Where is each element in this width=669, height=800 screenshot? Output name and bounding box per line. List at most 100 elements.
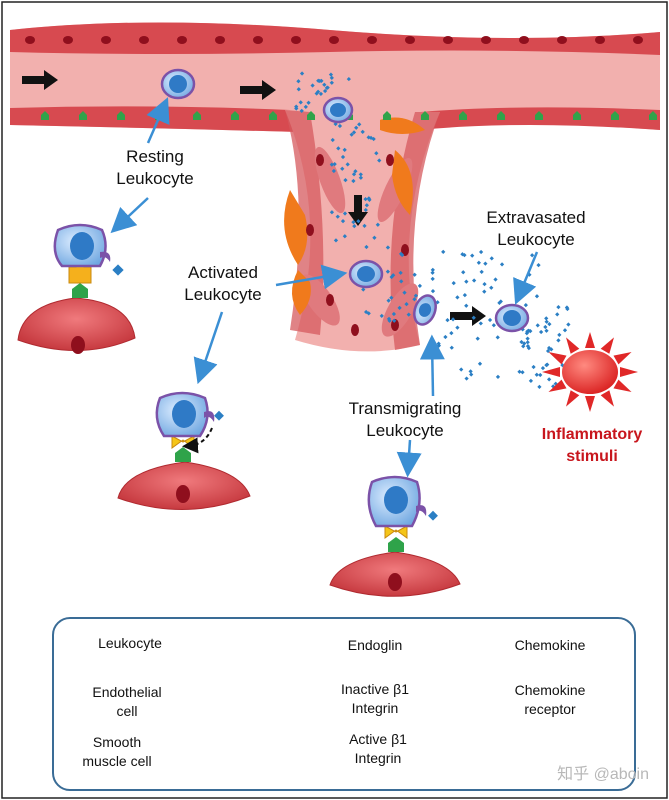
- chemokine-dot: [566, 322, 571, 327]
- chemokine-dot: [455, 325, 460, 330]
- chemokine-dot: [391, 311, 397, 317]
- label-resting-line2: Leukocyte: [116, 169, 194, 188]
- leukocyte-activated-in-vessel: [348, 259, 384, 289]
- chemokine-dot: [557, 332, 562, 337]
- chemokine-dot: [430, 289, 436, 294]
- legend-label-chemokine-receptor: Chemokine receptor: [500, 681, 600, 719]
- chemokine-dot: [417, 283, 422, 289]
- chemokine-dot: [555, 312, 560, 317]
- chemokine-dot: [525, 336, 530, 341]
- chemokine-dot: [366, 311, 371, 316]
- chemokine-dot: [375, 222, 380, 227]
- chemokine-dot: [443, 334, 448, 340]
- flow-arrows: [22, 70, 486, 326]
- stimulus-ray: [620, 367, 638, 377]
- label-inflammatory-line1: Inflammatory: [541, 426, 643, 443]
- chemokine-dot: [361, 287, 366, 292]
- chemokine-dot: [385, 245, 391, 250]
- label-inflammatory-line2: stimuli: [566, 448, 618, 465]
- chemokine-dot: [402, 290, 407, 295]
- chemokine-dot: [538, 372, 543, 378]
- chemokine-dot: [379, 313, 384, 319]
- chemokine-dot: [389, 274, 394, 280]
- chemokine-dot: [531, 364, 536, 370]
- endothelial-nucleus: [351, 324, 359, 336]
- chemokine-dot: [489, 256, 494, 261]
- stimulus-ray: [585, 396, 595, 412]
- label-transmigrating-leukocyte: Transmigrating Leukocyte: [330, 398, 480, 442]
- chemokine-dot: [464, 376, 469, 381]
- stimulus-ray: [548, 352, 567, 365]
- endothelial-nucleus: [557, 36, 567, 44]
- chemokine-dot: [342, 211, 348, 216]
- stimulus-ray: [542, 367, 560, 377]
- chemokine-dot: [539, 329, 544, 335]
- chemokine-dot: [335, 214, 340, 219]
- chemokine-dot: [404, 301, 409, 307]
- leukocyte-resting-in-vessel: [160, 68, 196, 100]
- chemokine-dot: [545, 362, 550, 367]
- chemokine-dot: [342, 234, 347, 239]
- endothelial-nucleus: [177, 36, 187, 44]
- chemokine-dot: [482, 281, 487, 287]
- chemokine-dot: [364, 244, 369, 250]
- chemokine-dot: [406, 312, 411, 317]
- chemokine-dot: [412, 272, 417, 277]
- stimulus-ray: [566, 337, 580, 354]
- vessel-decorations: [25, 36, 657, 336]
- legend-endothelial-line2: cell: [116, 703, 138, 719]
- chemokine-dot: [360, 129, 365, 134]
- legend-smooth-muscle-line1: Smooth: [92, 734, 142, 750]
- chemokine-dot: [330, 137, 335, 143]
- stimulus-ray: [613, 352, 632, 365]
- chemokine-dot: [345, 162, 350, 167]
- chemokine-dot: [372, 235, 377, 240]
- chemokine-dot: [351, 130, 357, 135]
- chemokine-dot: [544, 316, 549, 321]
- chemokine-dot: [399, 279, 404, 284]
- stimulus-ray: [600, 390, 614, 407]
- label-activated-line1: Activated: [188, 263, 258, 282]
- endoglin-marker: [421, 111, 429, 120]
- chemokine-dot: [329, 162, 334, 167]
- chemokine-dot: [399, 252, 405, 258]
- chemokine-dot: [353, 169, 358, 174]
- chemokine-dot: [336, 146, 341, 151]
- inflammatory-stimulus-icon: [542, 332, 638, 412]
- chemokine-dot: [385, 269, 390, 274]
- legend-receptor-line2: receptor: [524, 701, 576, 717]
- chemokine-dot: [471, 315, 476, 320]
- label-activated-line2: Leukocyte: [184, 285, 262, 304]
- chemokine-dot: [517, 369, 522, 374]
- chemokine-dot: [356, 219, 361, 224]
- label-transmigrating-line2: Leukocyte: [366, 421, 444, 440]
- endothelial-nucleus: [291, 36, 301, 44]
- chemokine-dot: [441, 249, 446, 255]
- legend-active-line1: Active β1: [349, 731, 407, 747]
- endoglin-marker: [41, 111, 49, 120]
- chemokine-dot: [495, 335, 500, 340]
- legend-inactive-line2: Integrin: [351, 700, 399, 716]
- endothelial-nucleus: [63, 36, 73, 44]
- endothelial-nucleus: [401, 244, 409, 256]
- endothelial-nucleus: [215, 36, 225, 44]
- chemokine-dot: [449, 331, 454, 336]
- chemokine-dot: [351, 178, 356, 184]
- chemokine-dot: [451, 281, 456, 286]
- chemokine-dot: [535, 323, 540, 328]
- endothelial-nucleus: [367, 36, 377, 44]
- leukocyte-extravasated: [494, 303, 530, 333]
- chemokine-dot: [469, 372, 474, 377]
- label-extravasated-line1: Extravasated: [486, 208, 586, 227]
- stimulus-ray: [585, 332, 595, 348]
- chemokine-dot: [493, 277, 498, 282]
- chemokine-dot: [461, 270, 466, 275]
- chemokine-dot: [331, 168, 337, 174]
- chemokine-dot: [358, 172, 363, 177]
- chemokine-dot: [528, 378, 534, 383]
- endothelial-nucleus: [329, 36, 339, 44]
- panel-activated-detail: [117, 391, 251, 510]
- legend-endoglin-text: Endoglin: [347, 637, 403, 653]
- chemokine-dot: [499, 262, 505, 267]
- endothelial-nucleus: [519, 36, 529, 44]
